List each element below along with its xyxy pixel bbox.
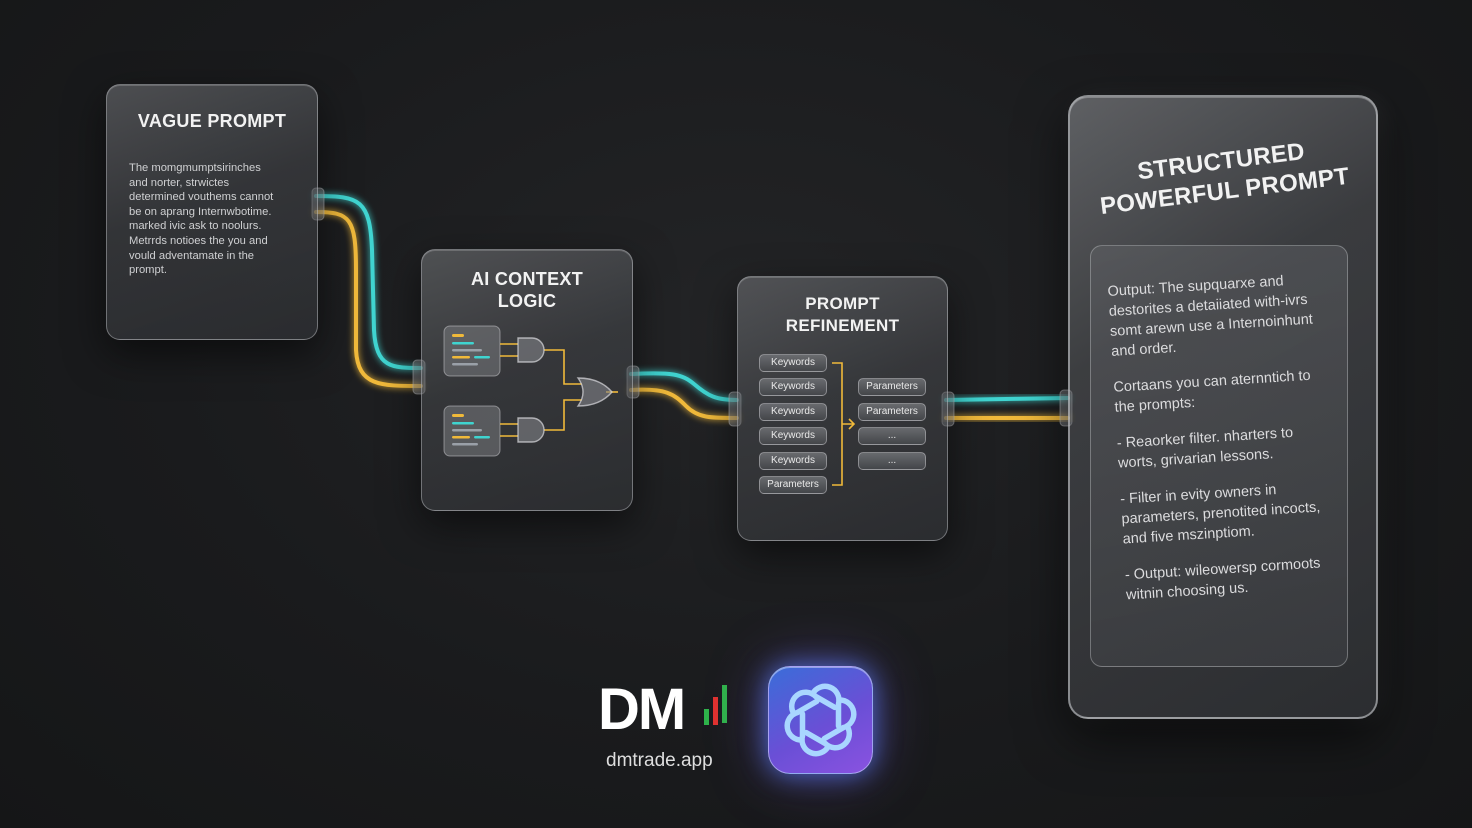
candlestick-bars-icon: [704, 685, 727, 725]
structured-prompt-panel: Output: The supquarxe and destorites a d…: [1090, 245, 1348, 667]
parameter-chip: Parameters: [759, 476, 827, 494]
keyword-chip: Keywords: [759, 452, 827, 470]
structured-paragraph: - Filter in evity owners in parameters, …: [1120, 476, 1353, 550]
stream-cyan-2: [629, 371, 739, 402]
vague-line: determined vouthems cannot: [129, 191, 274, 204]
vague-prompt-card: VAGUE PROMPT The momgmumptsirinches and …: [106, 84, 318, 340]
parameter-chip: Parameters: [858, 378, 926, 396]
structured-prompt-text: Output: The supquarxe and destorites a d…: [1107, 268, 1357, 621]
vague-prompt-text: The momgmumptsirinches and norter, strwi…: [129, 161, 301, 278]
vague-line: The momgmumptsirinches: [129, 162, 261, 174]
code-block-icon: [443, 405, 501, 457]
structured-paragraph: - Output: wileowersp cormoots witnin cho…: [1124, 551, 1356, 605]
prompt-refinement-card: PROMPT REFINEMENT Keywords Keywords Keyw…: [737, 276, 948, 541]
ai-context-title: AI CONTEXT LOGIC: [470, 269, 583, 311]
logic-gates-diagram: [443, 325, 618, 457]
structured-prompt-card: STRUCTURED POWERFUL PROMPT Output: The s…: [1068, 95, 1378, 719]
structured-paragraph: - Reaorker filter. nharters to worts, gr…: [1116, 420, 1348, 474]
refinement-bracket: [832, 362, 856, 486]
parameter-chip: Parameters: [858, 403, 926, 421]
prompt-refinement-title: PROMPT REFINEMENT: [785, 294, 900, 335]
vague-prompt-title: VAGUE PROMPT: [137, 111, 287, 131]
vague-line: Metrrds notioes the you and: [129, 234, 268, 247]
stream-cyan-3: [944, 396, 1070, 402]
vague-line: prompt.: [129, 264, 167, 277]
structured-paragraph: Output: The supquarxe and destorites a d…: [1107, 268, 1341, 362]
stream-cyan-1: [314, 194, 423, 370]
ai-context-logic-card: AI CONTEXT LOGIC: [421, 249, 633, 511]
site-url: dmtrade.app: [606, 750, 713, 771]
stream-gold-1: [314, 210, 423, 388]
vague-line: marked ivic ask to noolurs.: [129, 220, 262, 233]
or-gate-icon: [576, 377, 613, 407]
dm-logo: DM: [598, 677, 686, 742]
structured-prompt-title: STRUCTURED POWERFUL PROMPT: [1098, 137, 1351, 221]
keyword-chip: Keywords: [759, 378, 827, 396]
keyword-chip: Keywords: [759, 354, 827, 372]
vague-line: vould adventamate in the: [129, 249, 255, 262]
keyword-chip: Keywords: [759, 403, 827, 421]
openai-knot-icon: [784, 683, 857, 757]
code-block-icon: [443, 325, 501, 377]
vague-line: be on aprang Internwbotime.: [129, 205, 272, 218]
placeholder-chip: ...: [858, 452, 926, 470]
keyword-chip: Keywords: [759, 427, 827, 445]
vague-line: and norter, strwictes: [129, 176, 230, 189]
stream-gold-2: [629, 387, 739, 420]
openai-badge: [768, 666, 873, 774]
and-gate-icon: [517, 337, 545, 443]
structured-paragraph: Cortaans you can aternntich to the promp…: [1113, 364, 1345, 418]
placeholder-chip: ...: [858, 427, 926, 445]
